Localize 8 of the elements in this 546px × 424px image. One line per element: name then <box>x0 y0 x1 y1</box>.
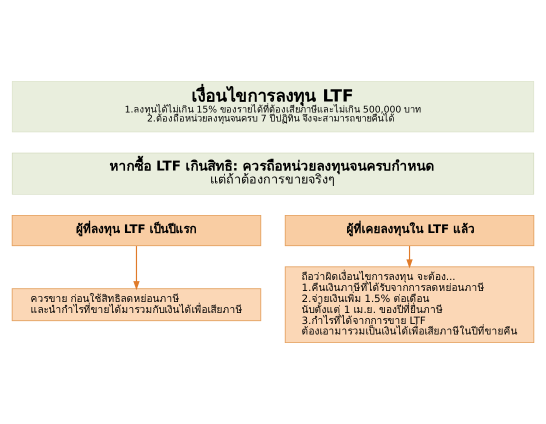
node-box: ถือว่าผิดเงื่อนไขการลงทุน จะต้อง... 1.คืนเงินภาษีที่ได้รับจากการลดหย่อนภาษี 2.จ่ายเงินเพิ่ม 1.5% ต่อเดือน นับตั้งแต่ 1 เม.ย. ของปีที่ยื่นภาษี 3.กำไรที่ได้จากการขาย LTF ต้องเอามารวมเป็นเงินได้เพื่อเสียภาษีในปีที่ขายคืน <box>284 266 534 344</box>
node-box: เงื่อนไขการลงทุน LTF 1.ลงทุนได้ไม่เกิน 15% ของรายได้ที่ต้องเสียภาษีและไม่เกิน 500,000 บาท 2.ต้องถือหน่วยลงทุนจนครบ 7 ปีปฏิทิน จึงจะสามารถขายคืนได้ <box>12 81 534 132</box>
arrow <box>406 246 413 269</box>
node-box: ควรขาย ก่อนใช้สิทธิลดหย่อนภาษี และนำกำไรที่ขายได้มารวมกับเงินได้เพื่อเสียภาษี <box>12 288 262 322</box>
node-box: ผู้ที่ลงทุน LTF เป็นปีแรก <box>12 214 262 246</box>
arrow <box>133 246 140 290</box>
node-box: ผู้ที่เคยลงทุนใน LTF แล้ว <box>284 214 534 246</box>
node-box: หากซื้อ LTF เกินสิทธิ: ควรถือหน่วยลงทุนจนครบกำหนด แต่ถ้าต้องการขายจริงๆ <box>12 152 534 195</box>
